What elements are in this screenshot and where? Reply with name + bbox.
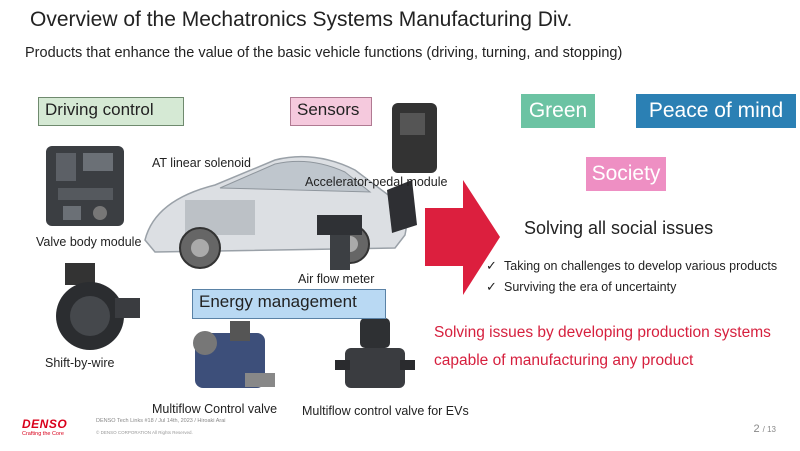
energy-management-tag: Energy management <box>192 289 386 319</box>
point-text: Surviving the era of uncertainty <box>504 280 677 294</box>
page-title: Overview of the Mechatronics Systems Man… <box>30 8 573 31</box>
air-flow-meter-image <box>317 215 362 270</box>
page-subtitle: Products that enhance the value of the b… <box>25 45 623 61</box>
sensors-tag: Sensors <box>290 97 372 126</box>
red-arrow <box>425 180 500 295</box>
denso-tagline: Crafting the Core <box>22 431 64 437</box>
point-item: ✓ Surviving the era of uncertainty <box>486 279 676 295</box>
multiflow-control-valve-ev-label: Multiflow control valve for EVs <box>302 404 469 418</box>
multiflow-control-valve-ev-image <box>335 318 415 388</box>
footer-copyright: © DENSO CORPORATION All Rights Reserved. <box>96 430 193 435</box>
valve-body-module-label: Valve body module <box>36 235 142 249</box>
footer-info: DENSO Tech Links #18 / Jul 14th, 2023 / … <box>96 418 226 424</box>
checkmark-icon: ✓ <box>486 258 497 273</box>
valve-body-module-image <box>46 146 124 226</box>
point-text: Taking on challenges to develop various … <box>504 259 778 273</box>
conclusion-line-2: capable of manufacturing any product <box>434 352 694 369</box>
current-page: 2 <box>753 423 760 435</box>
multiflow-control-valve-label: Multiflow Control valve <box>152 402 278 416</box>
conclusion-line-1: Solving issues by developing production … <box>434 324 771 341</box>
denso-logo: DENSO <box>22 417 68 431</box>
checkmark-icon: ✓ <box>486 279 497 294</box>
multiflow-control-valve-image <box>193 321 275 388</box>
air-flow-meter-label: Air flow meter <box>298 272 375 286</box>
shift-by-wire-label: Shift-by-wire <box>45 356 115 370</box>
peace-of-mind-badge: Peace of mind <box>636 94 796 128</box>
driving-control-tag: Driving control <box>38 97 184 126</box>
point-item: ✓ Taking on challenges to develop variou… <box>486 258 777 274</box>
green-badge: Green <box>521 94 595 128</box>
accelerator-pedal-module-image <box>387 103 437 233</box>
solving-heading: Solving all social issues <box>524 218 714 238</box>
page-number: 2 / 13 <box>753 423 776 435</box>
accelerator-pedal-module-label: Accelerator-pedal module <box>305 175 448 189</box>
shift-by-wire-image <box>56 263 140 350</box>
at-linear-solenoid-label: AT linear solenoid <box>152 156 251 170</box>
society-badge: Society <box>586 157 666 191</box>
total-pages: / 13 <box>762 425 776 434</box>
